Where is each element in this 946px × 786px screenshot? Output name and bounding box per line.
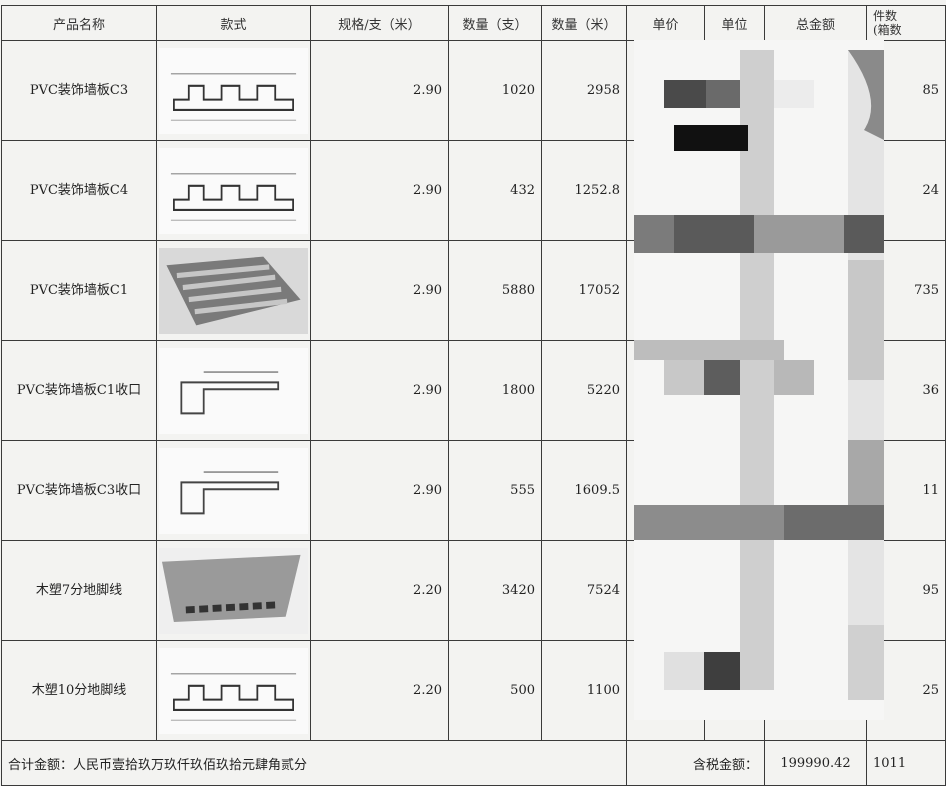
grand-total: 199990.42 (764, 740, 867, 786)
unit-price-cell (626, 40, 705, 141)
header-name: 产品名称 (1, 5, 157, 41)
header-boxes: 件数 (箱数 (866, 5, 946, 41)
product-name: PVC装饰墙板C4 (1, 140, 157, 241)
product-image (159, 547, 308, 634)
total-row: 合计金额：人民币壹拾玖万玖仟玖佰玖拾元肆角贰分 含税金额： 199990.42 … (1, 740, 946, 786)
total-cell (764, 440, 867, 541)
unit-price-cell (626, 440, 705, 541)
unit-cell (704, 540, 765, 641)
header-qty-pcs: 数量（支） (448, 5, 542, 41)
product-image (159, 447, 308, 534)
unit-cell (704, 640, 765, 741)
spec-cell: 2.90 (310, 340, 449, 441)
qty-m-cell: 1252.8 (541, 140, 627, 241)
spec-cell: 2.20 (310, 640, 449, 741)
product-thumbnail (156, 140, 311, 241)
spec-cell: 2.20 (310, 540, 449, 641)
qty-pcs-cell: 5880 (448, 240, 542, 341)
header-unit: 单位 (704, 5, 765, 41)
qty-m-cell: 17052 (541, 240, 627, 341)
product-name: PVC装饰墙板C1 (1, 240, 157, 341)
qty-pcs-cell: 432 (448, 140, 542, 241)
unit-price-cell (626, 240, 705, 341)
qty-pcs-cell: 500 (448, 640, 542, 741)
qty-pcs-cell: 3420 (448, 540, 542, 641)
product-image (159, 47, 308, 134)
total-cell (764, 540, 867, 641)
qty-pcs-cell: 1020 (448, 40, 542, 141)
unit-cell (704, 240, 765, 341)
total-cell (764, 240, 867, 341)
header-style: 款式 (156, 5, 311, 41)
total-cell (764, 140, 867, 241)
product-thumbnail (156, 540, 311, 641)
product-image (159, 347, 308, 434)
header-spec: 规格/支（米） (310, 5, 449, 41)
total-cell (764, 40, 867, 141)
qty-m-cell: 5220 (541, 340, 627, 441)
spec-cell: 2.90 (310, 240, 449, 341)
product-thumbnail (156, 340, 311, 441)
qty-m-cell: 2958 (541, 40, 627, 141)
unit-cell (704, 140, 765, 241)
product-thumbnail (156, 640, 311, 741)
product-name: PVC装饰墙板C3收口 (1, 440, 157, 541)
qty-pcs-cell: 1800 (448, 340, 542, 441)
amount-in-words: 合计金额：人民币壹拾玖万玖仟玖佰玖拾元肆角贰分 (1, 740, 627, 786)
total-cell (764, 640, 867, 741)
product-name: PVC装饰墙板C3 (1, 40, 157, 141)
product-thumbnail (156, 440, 311, 541)
boxes-total: 1011 (866, 740, 946, 786)
header-boxes-line2: (箱数 (873, 23, 902, 37)
boxes-cell: 735 (866, 240, 946, 341)
product-image (159, 147, 308, 234)
boxes-cell: 11 (866, 440, 946, 541)
tax-label: 含税金额： (626, 740, 765, 786)
boxes-cell: 95 (866, 540, 946, 641)
unit-cell (704, 440, 765, 541)
header-total: 总金额 (764, 5, 867, 41)
header-boxes-line1: 件数 (873, 8, 898, 23)
product-name: PVC装饰墙板C1收口 (1, 340, 157, 441)
spec-cell: 2.90 (310, 140, 449, 241)
qty-m-cell: 1100 (541, 640, 627, 741)
unit-price-cell (626, 640, 705, 741)
invoice-sheet: 产品名称 款式 规格/支（米） 数量（支） 数量（米） 单价 单位 总金额 件数… (1, 5, 946, 786)
header-row: 产品名称 款式 规格/支（米） 数量（支） 数量（米） 单价 单位 总金额 件数… (1, 5, 946, 41)
total-cell (764, 340, 867, 441)
product-image (159, 647, 308, 734)
product-name: 木塑7分地脚线 (1, 540, 157, 641)
boxes-cell: 25 (866, 640, 946, 741)
product-thumbnail (156, 240, 311, 341)
unit-cell (704, 40, 765, 141)
product-name: 木塑10分地脚线 (1, 640, 157, 741)
unit-price-cell (626, 340, 705, 441)
header-qty-m: 数量（米） (541, 5, 627, 41)
product-thumbnail (156, 40, 311, 141)
header-unit-price: 单价 (626, 5, 705, 41)
qty-pcs-cell: 555 (448, 440, 542, 541)
boxes-cell: 24 (866, 140, 946, 241)
product-table: 产品名称 款式 规格/支（米） 数量（支） 数量（米） 单价 单位 总金额 件数… (1, 5, 946, 786)
unit-price-cell (626, 140, 705, 241)
product-image (159, 247, 308, 334)
unit-cell (704, 340, 765, 441)
boxes-cell: 85 (866, 40, 946, 141)
unit-price-cell (626, 540, 705, 641)
qty-m-cell: 1609.5 (541, 440, 627, 541)
spec-cell: 2.90 (310, 40, 449, 141)
boxes-cell: 36 (866, 340, 946, 441)
qty-m-cell: 7524 (541, 540, 627, 641)
spec-cell: 2.90 (310, 440, 449, 541)
